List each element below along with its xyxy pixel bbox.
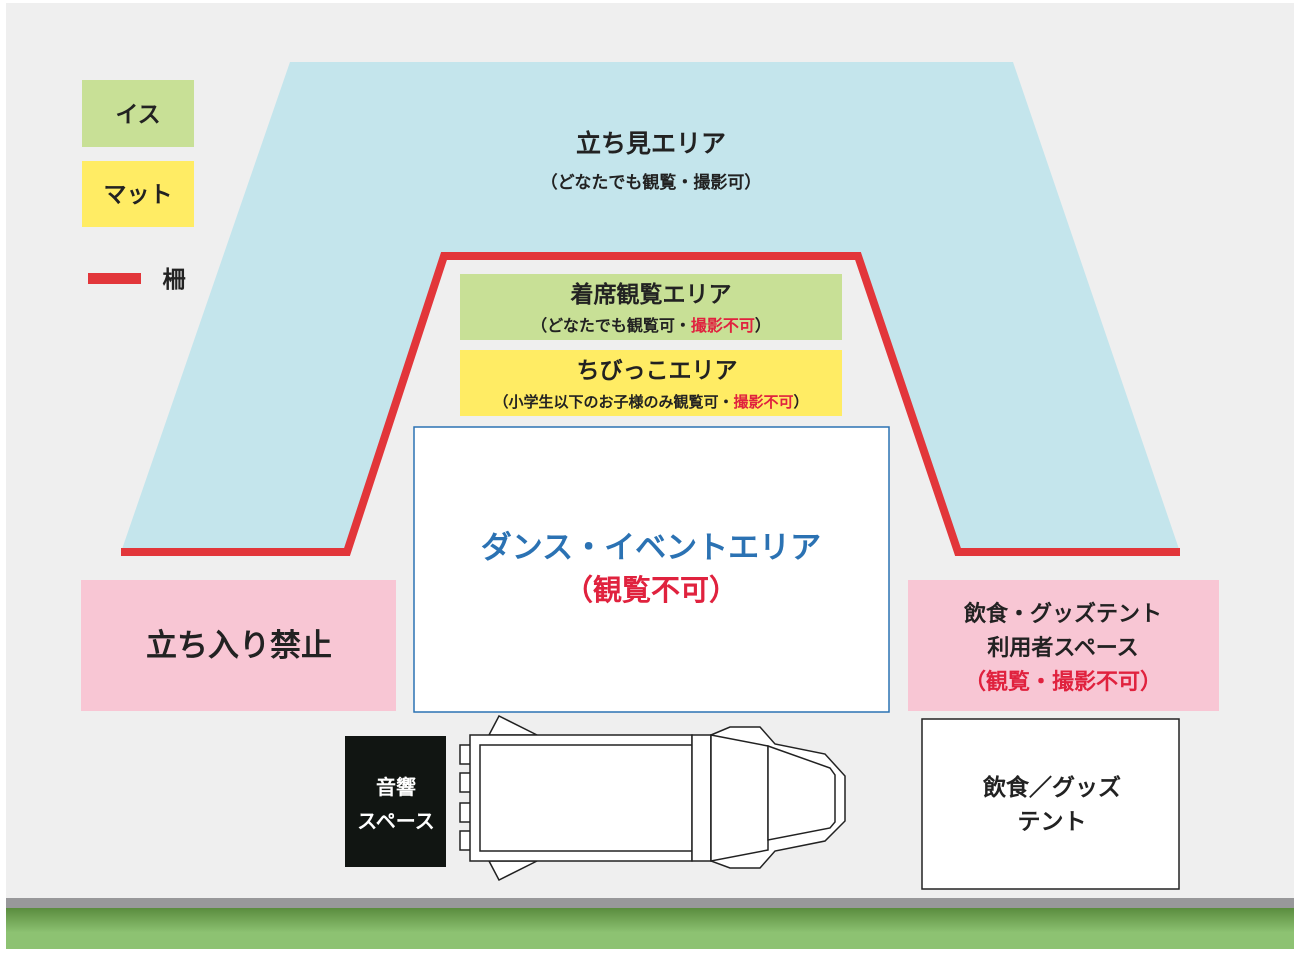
sound-space-line1: 音響 (376, 775, 416, 799)
legend-fence-swatch (88, 273, 141, 284)
food-space-note: （観覧・撮影不可） (964, 669, 1162, 695)
legend-fence-label: 柵 (163, 266, 186, 293)
standing-area-title: 立ち見エリア (576, 129, 726, 158)
legend-mat-label: マット (104, 182, 173, 208)
truck-icon (459, 715, 846, 881)
seated-area-title: 着席観覧エリア (571, 281, 732, 308)
food-tent-line2: テント (1018, 809, 1087, 835)
food-goods-user-space (908, 580, 1219, 711)
no-entry-label: 立ち入り禁止 (146, 628, 332, 664)
seated-area-note: （どなたでも観覧可・撮影不可） (531, 316, 771, 335)
legend-mat-swatch (82, 161, 194, 227)
kids-area (460, 350, 842, 416)
legend-chair-label: イス (115, 102, 160, 128)
fence-line (121, 252, 1180, 556)
food-goods-tent (921, 718, 1180, 890)
sound-space (345, 736, 446, 867)
grass-strip (6, 908, 1294, 949)
curb (6, 898, 1294, 908)
standing-area-note: （どなたでも観覧・撮影可） (541, 172, 762, 193)
legend-chair-swatch (82, 80, 194, 147)
food-space-line1: 飲食・グッズテント (963, 601, 1162, 627)
sound-space-line2: スペース (357, 809, 435, 833)
food-tent-line1: 飲食／グッズ (982, 774, 1121, 801)
no-entry-area (81, 580, 396, 711)
kids-area-note: （小学生以下のお子様のみ観覧可・撮影不可） (493, 393, 808, 411)
dance-area-title: ダンス・イベントエリア (481, 530, 821, 566)
food-space-line2: 利用者スペース (987, 636, 1138, 661)
seated-area (460, 274, 842, 340)
dance-area-note: （観覧不可） (564, 573, 738, 607)
kids-area-title: ちびっこエリア (577, 358, 738, 384)
dance-event-area (413, 426, 890, 713)
